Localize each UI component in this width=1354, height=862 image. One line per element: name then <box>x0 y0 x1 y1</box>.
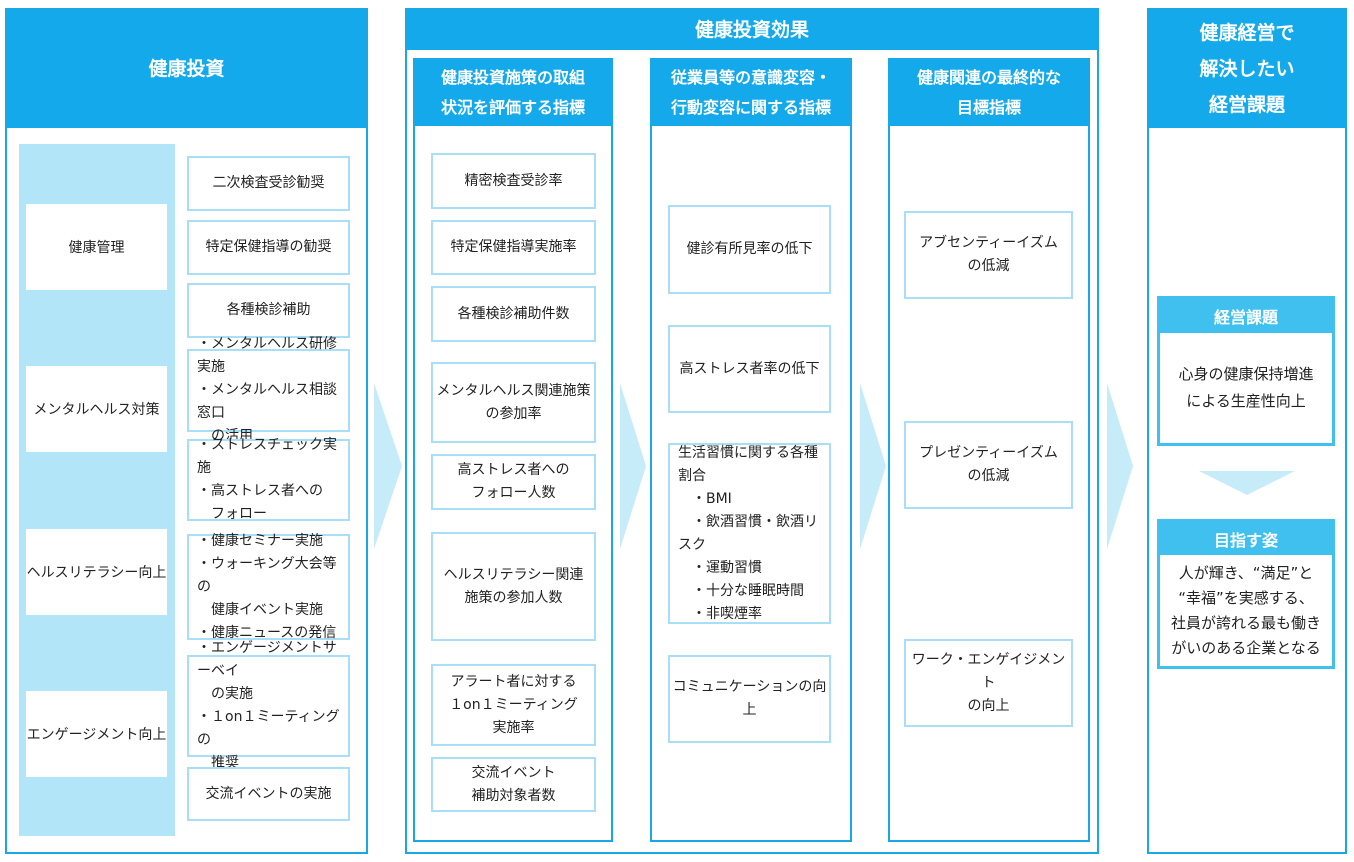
measure-box: 交流イベントの実施 <box>187 767 350 821</box>
health-investment-header: 健康投資 <box>7 10 366 128</box>
measure-box: ・ストレスチェック実施 ・高ストレス者への フォロー <box>187 437 350 522</box>
arrow-right-icon <box>860 383 886 549</box>
goal-title: 目指す姿 <box>1160 522 1332 555</box>
indicator-box: 交流イベント 補助対象者数 <box>431 757 596 812</box>
arrow-right-icon <box>1107 383 1133 549</box>
arrow-right-icon <box>620 383 646 549</box>
indicator-box: アブセンティーイズム の低減 <box>904 211 1073 299</box>
category-health-management: 健康管理 <box>26 204 167 290</box>
issue-title: 経営課題 <box>1160 299 1332 333</box>
measure-box: ・健康セミナー実施 ・ウォーキング大会等の 健康イベント実施 ・健康ニュースの発… <box>187 533 350 641</box>
category-health-literacy: ヘルスリテラシー向上 <box>26 529 167 615</box>
goal-box: 目指す姿 人が輝き、“満足”と “幸福”を実感する、 社員が誇れる最も働き がい… <box>1157 519 1335 669</box>
behavior-indicator-header: 従業員等の意識変容・ 行動変容に関する指標 <box>652 60 850 126</box>
indicator-box: 各種検診補助件数 <box>431 286 596 342</box>
measure-box: 各種検診補助 <box>187 283 350 338</box>
indicator-box: 特定保健指導実施率 <box>431 220 596 275</box>
indicator-box: 精密検査受診率 <box>431 153 596 209</box>
indicator-box: ワーク・エンゲイジメント の向上 <box>904 639 1073 727</box>
lifestyle-habits-box: 生活習慣に関する各種 割合 ・BMI ・飲酒習慣・飲酒リスク ・運動習慣 ・十分… <box>668 443 831 624</box>
measure-box: ・メンタルヘルス研修実施 ・メンタルヘルス相談窓口 の活用 <box>187 336 350 444</box>
indicator-box: ヘルスリテラシー関連 施策の参加人数 <box>431 532 596 641</box>
indicator-box: 高ストレス者への フォロー人数 <box>431 454 596 510</box>
category-engagement: エンゲージメント向上 <box>26 691 167 777</box>
final-indicator-header: 健康関連の最終的な 目標指標 <box>890 60 1088 126</box>
indicator-box: 高ストレス者率の低下 <box>668 325 831 413</box>
goal-text: 人が輝き、“満足”と “幸福”を実感する、 社員が誇れる最も働き がいのある企業… <box>1170 563 1321 657</box>
investment-effect-header: 健康投資効果 <box>407 10 1097 50</box>
arrow-right-icon <box>374 383 402 549</box>
indicator-box: プレゼンティーイズム の低減 <box>904 421 1073 509</box>
indicator-box: 健診有所見率の低下 <box>668 205 831 294</box>
issue-text: 心身の健康保持増進 による生産性向上 <box>1178 365 1314 410</box>
measure-box: ・エンゲージメントサーベイ の実施 ・１on１ミーティングの 推奨 <box>187 640 350 771</box>
arrow-down-icon <box>1199 471 1295 495</box>
indicator-box: コミュニケーションの向上 <box>668 655 831 743</box>
process-indicator-header: 健康投資施策の取組 状況を評価する指標 <box>415 60 611 126</box>
indicator-box: アラート者に対する １on１ミーティング 実施率 <box>431 664 596 746</box>
measure-box: 特定保健指導の勧奨 <box>187 220 350 275</box>
category-mental-health: メンタルヘルス対策 <box>26 366 167 452</box>
measure-box: 二次検査受診勧奨 <box>187 156 350 211</box>
business-issue-header: 健康経営で 解決したい 経営課題 <box>1149 10 1345 128</box>
indicator-box: メンタルヘルス関連施策 の参加率 <box>431 362 596 443</box>
issue-box: 経営課題 心身の健康保持増進 による生産性向上 <box>1157 296 1335 446</box>
